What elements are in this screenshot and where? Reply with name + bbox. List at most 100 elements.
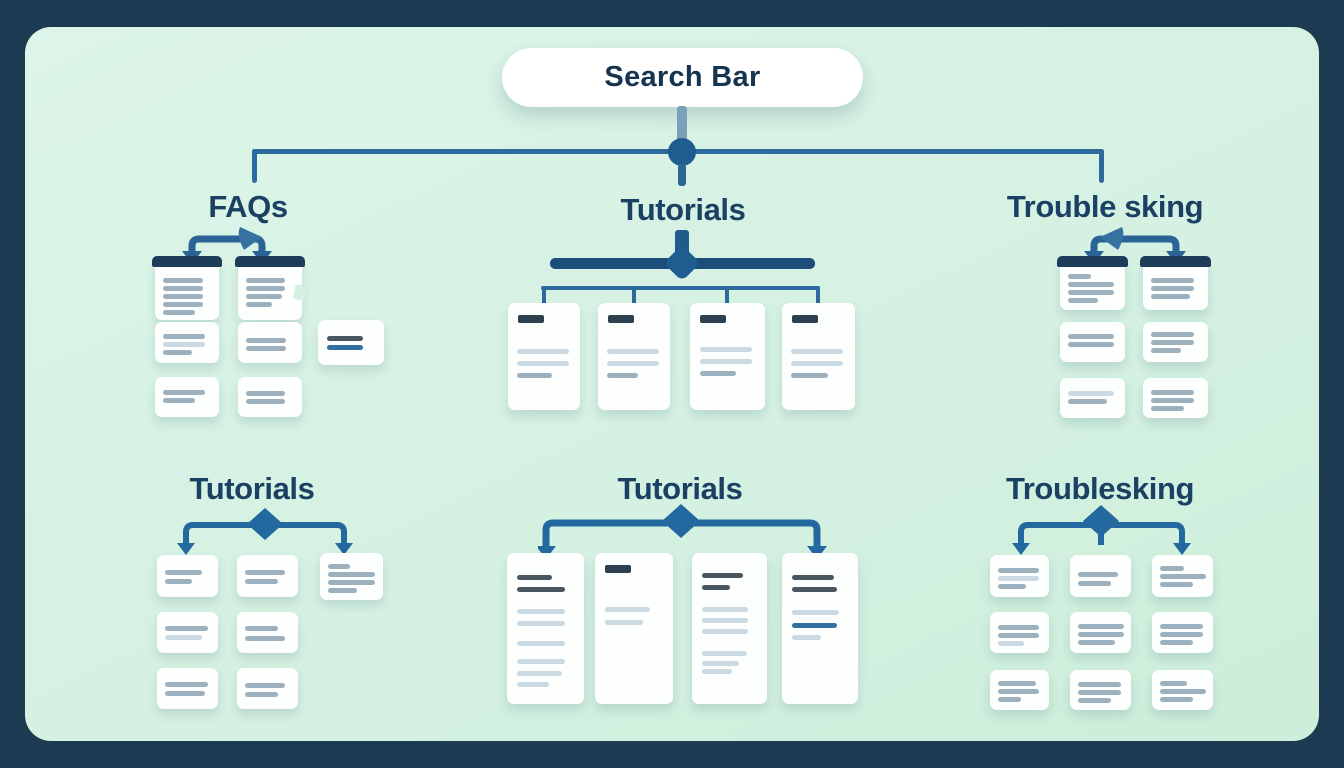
- card-bl-13: [157, 668, 218, 709]
- title-troubleshooting-top: Trouble sking: [1006, 189, 1204, 224]
- card-text-line: [701, 661, 740, 666]
- card-text-line: [1077, 640, 1115, 645]
- card-text-line: [244, 636, 285, 641]
- card-text-line: [997, 689, 1039, 694]
- card-text-line: [517, 682, 550, 687]
- card-text-line: [517, 575, 552, 580]
- card-text-line: [701, 618, 749, 623]
- card-text-line: [997, 625, 1039, 630]
- card-text-line: [328, 580, 376, 585]
- card-text-line: [1151, 278, 1194, 283]
- card-bl-12: [157, 612, 218, 653]
- card-faq-a3: [155, 377, 219, 417]
- card-text-line: [605, 620, 643, 625]
- card-text-line: [164, 635, 202, 640]
- card-text-line: [244, 626, 279, 631]
- card-text-line: [1151, 340, 1194, 345]
- card-text-line: [1068, 290, 1114, 295]
- card-text-line: [701, 669, 732, 674]
- card-text-line: [517, 587, 565, 592]
- card-trb-b2: [1143, 322, 1208, 362]
- card-text-line: [244, 683, 285, 688]
- card-text-line: [699, 371, 736, 376]
- card-text-line: [163, 334, 205, 339]
- card-text-line: [1159, 640, 1194, 645]
- search-bar[interactable]: Search Bar: [502, 48, 863, 107]
- card-text-line: [517, 621, 565, 626]
- card-text-line: [163, 310, 196, 315]
- card-text-line: [1068, 274, 1092, 279]
- card-text-line: [163, 390, 205, 395]
- card-text-line: [163, 278, 203, 283]
- card-trb-a2: [1060, 322, 1125, 362]
- card-faq-b3: [238, 377, 302, 417]
- card-text-line: [244, 692, 279, 697]
- card-text-line: [997, 584, 1026, 589]
- title-tutorials-bottom-left: Tutorials: [189, 471, 315, 506]
- card-title-chip: [608, 315, 634, 323]
- card-text-line: [997, 633, 1039, 638]
- card-text-line: [1077, 624, 1124, 629]
- card-text-line: [701, 629, 749, 634]
- card-text-line: [246, 286, 285, 291]
- card-header-bar: [152, 256, 222, 267]
- card-trb-a1: [1057, 256, 1128, 310]
- card-text-line: [163, 302, 203, 307]
- tutorials-tree-drop-3: [725, 286, 729, 305]
- card-text-line: [163, 286, 203, 291]
- card-title-chip: [700, 315, 726, 323]
- card-title-chip: [792, 315, 818, 323]
- card-tut-t1: [508, 303, 580, 410]
- card-text-line: [517, 361, 570, 366]
- card-faq-b1: [235, 256, 305, 320]
- card-trb-a3: [1060, 378, 1125, 418]
- card-text-line: [163, 350, 193, 355]
- card-title-chip: [605, 565, 631, 573]
- card-text-line: [607, 349, 660, 354]
- card-bm-3: [692, 553, 767, 704]
- card-text-line: [1151, 286, 1194, 291]
- card-tut-t2: [598, 303, 670, 410]
- connector-drop-faqs: [252, 149, 257, 183]
- title-troubleshooting-bottom: Troublesking: [1005, 471, 1195, 506]
- card-text-line: [1159, 632, 1203, 637]
- card-text-line: [1077, 581, 1112, 586]
- card-text-line: [1151, 406, 1184, 411]
- card-text-line: [791, 361, 843, 366]
- card-text-line: [326, 336, 363, 341]
- card-text-line: [997, 681, 1036, 686]
- card-text-line: [1151, 294, 1191, 299]
- card-text-line: [605, 607, 651, 612]
- card-text-line: [1159, 624, 1203, 629]
- card-text-line: [1159, 697, 1194, 702]
- card-br-11: [990, 555, 1049, 597]
- tutorials-tree-drop-4: [816, 286, 820, 305]
- card-text-line: [1159, 574, 1206, 579]
- card-text-line: [701, 573, 743, 578]
- card-bl-31: [320, 553, 383, 600]
- card-text-line: [517, 671, 562, 676]
- card-bl-23: [237, 668, 298, 709]
- card-text-line: [246, 294, 282, 299]
- card-text-line: [791, 623, 838, 628]
- card-text-line: [164, 570, 202, 575]
- card-faq-side: [318, 320, 384, 365]
- card-text-line: [1068, 399, 1108, 404]
- card-text-line: [791, 587, 838, 592]
- card-text-line: [791, 373, 828, 378]
- card-text-line: [791, 635, 821, 640]
- tutorials-bl-branch-icon: [177, 508, 353, 555]
- card-text-line: [997, 641, 1025, 646]
- card-bm-4: [782, 553, 858, 704]
- card-text-line: [246, 302, 272, 307]
- card-faq-a2: [155, 322, 219, 363]
- card-text-line: [517, 641, 565, 646]
- card-text-line: [164, 626, 208, 631]
- search-bar-label: Search Bar: [604, 61, 761, 93]
- card-text-line: [791, 575, 834, 580]
- card-text-line: [1068, 282, 1114, 287]
- card-text-line: [997, 697, 1022, 702]
- card-text-line: [1077, 682, 1121, 687]
- card-text-line: [997, 576, 1039, 581]
- card-tut-t4: [782, 303, 855, 410]
